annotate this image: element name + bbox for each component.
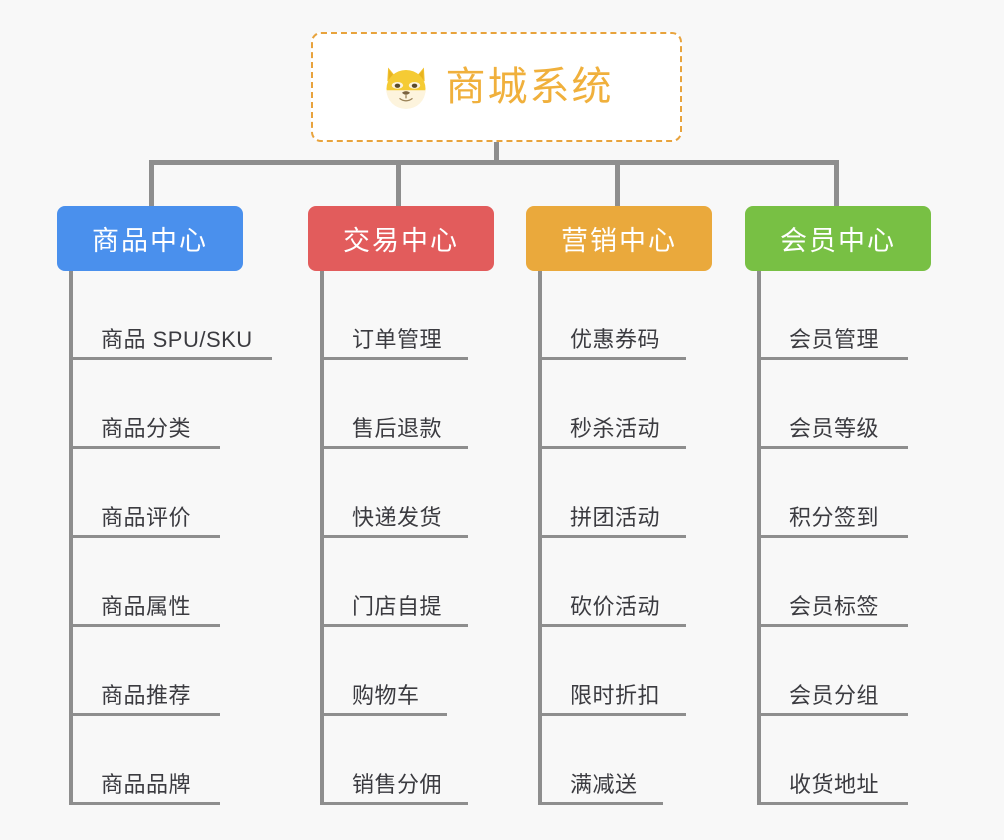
leaf-list: 订单管理售后退款快递发货门店自提购物车销售分佣 <box>308 271 494 805</box>
leaf-item-label: 商品推荐 <box>101 683 192 708</box>
leaf-item-underline <box>757 446 908 449</box>
connector-drop-4 <box>834 160 839 208</box>
leaf-item-underline <box>69 535 220 538</box>
leaf-item-label: 收货地址 <box>789 772 880 797</box>
connector-drop-3 <box>615 160 620 208</box>
connector-drop-2 <box>396 160 401 208</box>
leaf-item-label: 商品评价 <box>101 505 192 530</box>
leaf-item[interactable]: 订单管理 <box>308 271 494 360</box>
leaf-spine <box>757 271 761 805</box>
leaf-item-underline <box>320 535 468 538</box>
leaf-item-underline <box>69 624 220 627</box>
leaf-item[interactable]: 秒杀活动 <box>526 360 712 449</box>
leaf-item-underline <box>538 802 663 805</box>
leaf-item[interactable]: 售后退款 <box>308 360 494 449</box>
leaf-item[interactable]: 门店自提 <box>308 538 494 627</box>
leaf-item-label: 会员等级 <box>789 416 880 441</box>
category-header[interactable]: 交易中心 <box>308 206 494 271</box>
leaf-item-label: 订单管理 <box>352 327 443 352</box>
category-column: 商品中心商品 SPU/SKU 商品分类商品评价商品属性商品推荐商品品牌 <box>57 206 272 805</box>
leaf-spine <box>320 271 324 805</box>
leaf-item-underline <box>320 802 468 805</box>
leaf-list: 优惠券码秒杀活动拼团活动砍价活动限时折扣满减送 <box>526 271 712 805</box>
leaf-item-label: 门店自提 <box>352 594 443 619</box>
leaf-item-label: 拼团活动 <box>570 505 661 530</box>
leaf-item-underline <box>69 802 220 805</box>
leaf-item[interactable]: 商品推荐 <box>57 627 243 716</box>
leaf-item[interactable]: 销售分佣 <box>308 716 494 805</box>
category-header[interactable]: 营销中心 <box>526 206 712 271</box>
leaf-item-label: 商品分类 <box>101 416 192 441</box>
leaf-item-label: 满减送 <box>570 772 638 797</box>
leaf-item-underline <box>757 535 908 538</box>
category-column: 营销中心优惠券码秒杀活动拼团活动砍价活动限时折扣满减送 <box>526 206 712 805</box>
leaf-item[interactable]: 商品分类 <box>57 360 243 449</box>
leaf-item-underline <box>320 624 468 627</box>
leaf-item-underline <box>320 357 468 360</box>
leaf-item-label: 商品 SPU/SKU <box>101 327 253 352</box>
leaf-item[interactable]: 会员标签 <box>745 538 931 627</box>
leaf-item[interactable]: 商品品牌 <box>57 716 243 805</box>
leaf-item-underline <box>320 446 468 449</box>
leaf-item[interactable]: 商品 SPU/SKU <box>57 271 272 360</box>
leaf-item[interactable]: 购物车 <box>308 627 494 716</box>
leaf-item[interactable]: 会员等级 <box>745 360 931 449</box>
leaf-item[interactable]: 拼团活动 <box>526 449 712 538</box>
leaf-list: 商品 SPU/SKU 商品分类商品评价商品属性商品推荐商品品牌 <box>57 271 272 805</box>
root-title: 商城系统 <box>445 65 614 109</box>
leaf-item-label: 商品属性 <box>101 594 192 619</box>
category-column: 会员中心会员管理会员等级积分签到会员标签会员分组收货地址 <box>745 206 931 805</box>
leaf-item-label: 优惠券码 <box>570 327 661 352</box>
leaf-item[interactable]: 收货地址 <box>745 716 931 805</box>
leaf-item-label: 限时折扣 <box>570 683 661 708</box>
category-header[interactable]: 商品中心 <box>57 206 243 271</box>
leaf-item-underline <box>757 802 908 805</box>
leaf-item-underline <box>757 357 908 360</box>
connector-horizontal-bar <box>149 160 839 165</box>
leaf-item[interactable]: 快递发货 <box>308 449 494 538</box>
leaf-item[interactable]: 限时折扣 <box>526 627 712 716</box>
leaf-item-label: 会员分组 <box>789 683 880 708</box>
leaf-item[interactable]: 砍价活动 <box>526 538 712 627</box>
leaf-item[interactable]: 会员分组 <box>745 627 931 716</box>
leaf-item-label: 销售分佣 <box>352 772 443 797</box>
leaf-item-underline <box>538 357 686 360</box>
leaf-list: 会员管理会员等级积分签到会员标签会员分组收货地址 <box>745 271 931 805</box>
connector-root-stem <box>494 142 499 164</box>
connector-drop-1 <box>149 160 154 208</box>
leaf-item-label: 快递发货 <box>352 505 443 530</box>
leaf-item-label: 会员管理 <box>789 327 880 352</box>
category-header[interactable]: 会员中心 <box>745 206 931 271</box>
leaf-item-underline <box>320 713 447 716</box>
leaf-item[interactable]: 优惠券码 <box>526 271 712 360</box>
root-node[interactable]: 商城系统 <box>311 32 682 142</box>
leaf-item-underline <box>757 624 908 627</box>
leaf-item-label: 购物车 <box>352 683 420 708</box>
leaf-item-underline <box>69 446 220 449</box>
leaf-spine <box>538 271 542 805</box>
leaf-item-label: 会员标签 <box>789 594 880 619</box>
leaf-item-label: 积分签到 <box>789 505 880 530</box>
leaf-item-label: 砍价活动 <box>570 594 661 619</box>
leaf-item-underline <box>69 713 220 716</box>
leaf-item-underline <box>538 446 686 449</box>
leaf-item-underline <box>538 624 686 627</box>
leaf-item[interactable]: 满减送 <box>526 716 712 805</box>
leaf-item[interactable]: 会员管理 <box>745 271 931 360</box>
leaf-item-underline <box>69 357 272 360</box>
category-column: 交易中心订单管理售后退款快递发货门店自提购物车销售分佣 <box>308 206 494 805</box>
leaf-item-underline <box>757 713 908 716</box>
leaf-item[interactable]: 商品属性 <box>57 538 243 627</box>
leaf-item[interactable]: 商品评价 <box>57 449 243 538</box>
leaf-item-underline <box>538 535 686 538</box>
leaf-item[interactable]: 积分签到 <box>745 449 931 538</box>
leaf-spine <box>69 271 73 805</box>
leaf-item-underline <box>538 713 686 716</box>
leaf-item-label: 秒杀活动 <box>570 416 661 441</box>
leaf-item-label: 售后退款 <box>352 416 443 441</box>
shiba-dog-icon <box>386 67 425 109</box>
leaf-item-label: 商品品牌 <box>101 772 192 797</box>
